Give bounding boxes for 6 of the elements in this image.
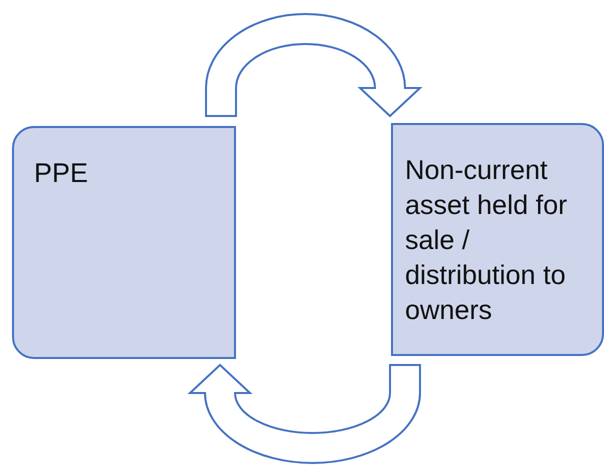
process-box bbox=[12, 126, 236, 359]
process-box bbox=[391, 123, 604, 356]
box-label: Non-current asset held for sale / distribution to owners bbox=[405, 154, 568, 327]
box-label: PPE bbox=[34, 157, 90, 190]
curved-block-arrow bbox=[205, 13, 421, 117]
curved-block-arrow bbox=[189, 364, 421, 464]
